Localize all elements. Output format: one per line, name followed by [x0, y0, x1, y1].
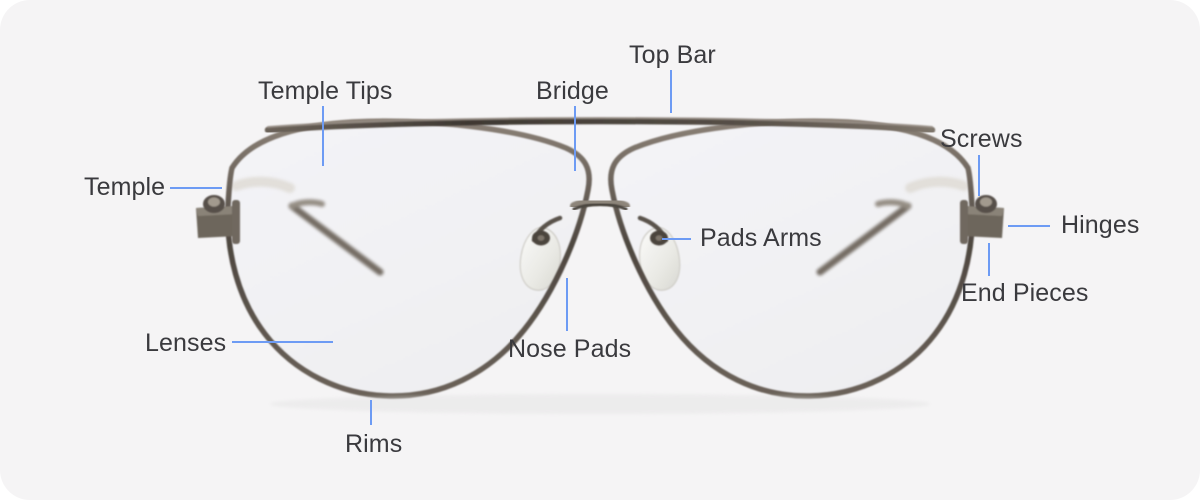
label-screws: Screws [940, 125, 1023, 153]
left-lens-fill [227, 121, 590, 397]
leader-temple [170, 187, 222, 189]
leader-top_bar [670, 70, 672, 113]
label-bridge: Bridge [536, 77, 609, 105]
shadow [270, 394, 930, 414]
leader-end_pieces [988, 243, 990, 276]
nose-pads [519, 227, 681, 291]
label-hinges: Hinges [1061, 211, 1140, 239]
label-pads_arms: Pads Arms [700, 224, 822, 252]
right-lens-fill [610, 121, 973, 397]
leader-hinges [1008, 225, 1050, 227]
leader-pads_arms [662, 238, 691, 240]
leader-bridge [574, 106, 576, 171]
leader-nose_pads [566, 278, 568, 331]
label-temple_tips: Temple Tips [258, 77, 393, 105]
label-top_bar: Top Bar [629, 41, 716, 69]
temple-posts [232, 200, 968, 244]
bridge [570, 197, 630, 235]
label-rims: Rims [345, 430, 403, 458]
label-lenses: Lenses [145, 329, 227, 357]
top-bar [264, 117, 936, 134]
leader-screws [978, 155, 980, 196]
temple-arms-through-lens [231, 176, 969, 276]
screws [203, 195, 997, 213]
label-end_pieces: End Pieces [961, 279, 1089, 307]
leader-rims [370, 400, 372, 425]
label-nose_pads: Nose Pads [508, 335, 632, 363]
leader-lenses [232, 341, 333, 343]
leader-temple_tips [322, 106, 324, 166]
pad-arms [531, 215, 669, 246]
label-temple: Temple [84, 173, 166, 201]
